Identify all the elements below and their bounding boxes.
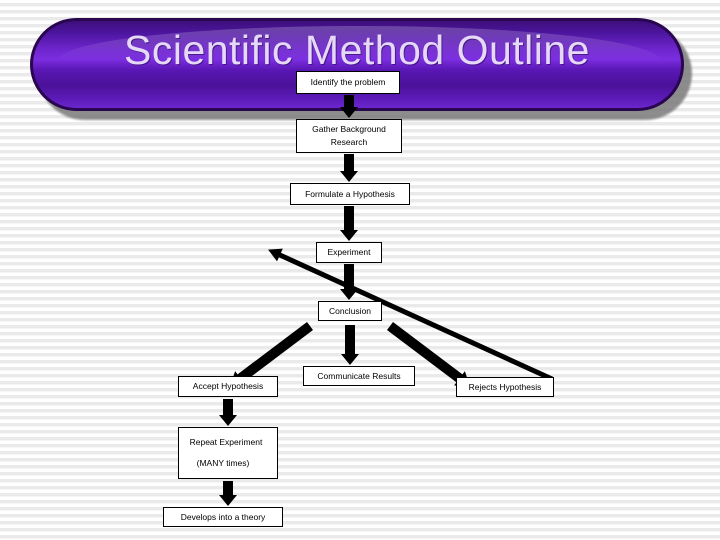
node-accept-hypothesis[interactable]: Accept Hypothesis [178,376,278,397]
node-develops-into-a-theory[interactable]: Develops into a theory [163,507,283,527]
node-repeat-experiment[interactable]: Repeat Experiment (MANY times) [178,427,278,479]
node-label: Formulate a Hypothesis [305,188,395,199]
node-experiment[interactable]: Experiment [316,242,382,263]
node-label: Repeat Experiment [189,436,263,447]
node-rejects-hypothesis[interactable]: Rejects Hypothesis [456,377,554,397]
arrow-accept-to-repeat [216,399,240,426]
arrow-repeat-to-theory [216,481,240,506]
arrow-conclusion-to-communicate [338,325,362,365]
node-communicate-results[interactable]: Communicate Results [303,366,415,386]
node-identify-the-problem[interactable]: Identify the problem [296,71,400,94]
node-label: Identify the problem [310,77,386,87]
arrow-hypothesis-to-experiment [337,206,361,241]
page-title: Scientific Method Outline [123,27,590,73]
node-label: Accept Hypothesis [192,381,264,391]
title-banner: Scientific Method Outline [30,18,692,120]
node-label: Experiment [327,247,371,257]
node-label: Communicate Results [317,370,401,381]
node-label-line2: (MANY times) [196,458,250,469]
node-label: Develops into a theory [180,511,266,522]
arrow-experiment-to-conclusion [337,264,361,300]
node-label: Gather Background [312,124,386,134]
arrow-identify-to-research [337,95,361,118]
arrow-research-to-hypothesis [337,154,361,182]
node-label-line2: Research [330,137,368,147]
node-conclusion[interactable]: Conclusion [318,301,382,321]
node-label: Rejects Hypothesis [468,381,542,392]
node-formulate-a-hypothesis[interactable]: Formulate a Hypothesis [290,183,410,205]
node-gather-background-research[interactable]: Gather Background Research [296,119,402,153]
node-label: Conclusion [328,305,372,316]
arrow-rejects-to-identify [265,243,555,385]
